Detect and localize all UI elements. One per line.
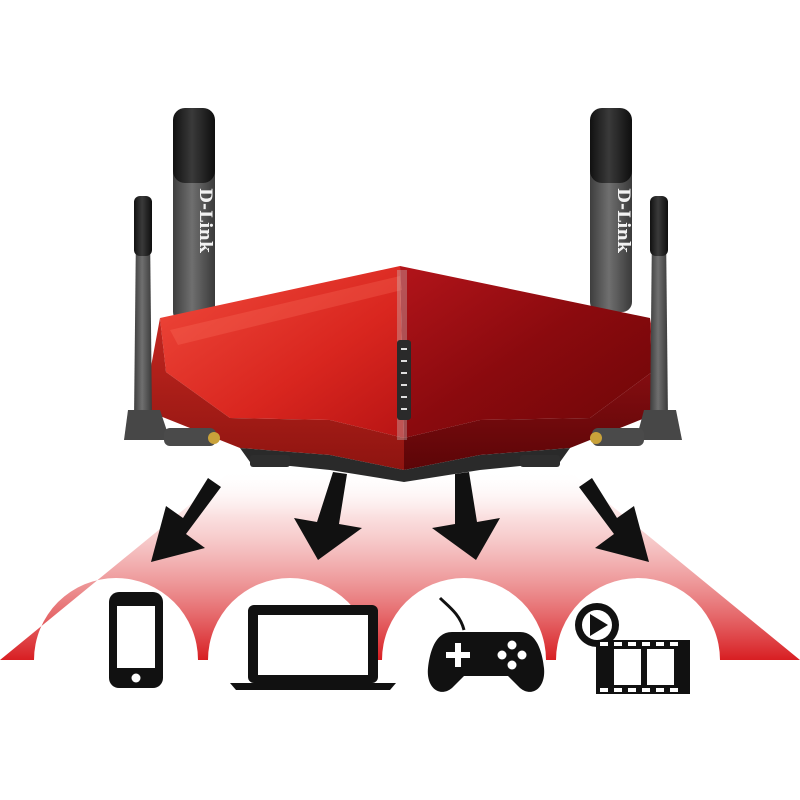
antenna-short-right [590,196,682,446]
antenna-short-left [124,196,220,446]
laptop-icon [230,605,396,690]
router-vent-strip [240,448,570,482]
arrow-icon [579,478,649,562]
signal-arrows [151,472,649,562]
status-led-strip [397,340,411,420]
arrow-icon [432,472,500,560]
signal-glow-band [0,470,800,660]
router-lid-right [400,266,652,438]
router-body [150,266,660,482]
gamepad-icon [427,596,545,692]
router-lid-left [160,266,404,438]
arrow-icon [151,478,221,562]
antenna-tall-right: D-Link [590,108,633,312]
smartphone-icon [109,592,163,688]
antenna-brand-label: D-Link [195,188,215,254]
antenna-tall-left: D-Link [173,108,215,322]
arrow-icon [294,472,362,560]
video-play-film-icon [575,603,690,694]
antenna-brand-label: D-Link [613,188,633,254]
